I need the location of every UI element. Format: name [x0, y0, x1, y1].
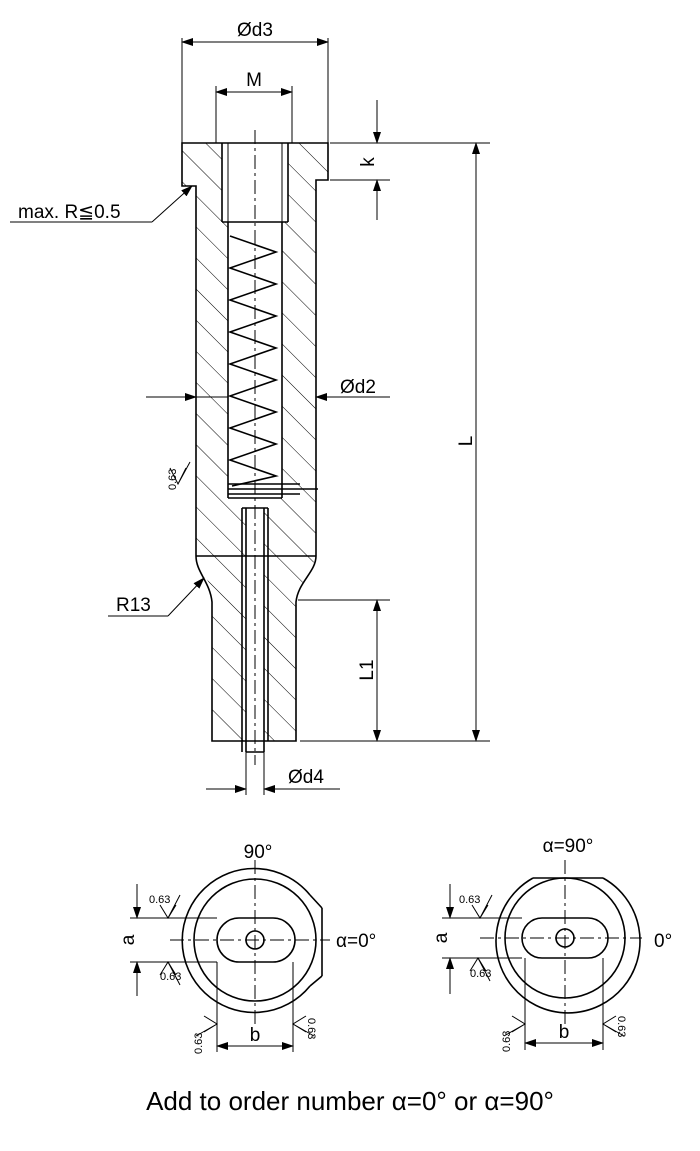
spring [227, 235, 279, 487]
dimensions: Ød3 M k max. R≦0.5 Ød2 L R13 L1 [10, 20, 490, 795]
label-m: M [246, 70, 262, 91]
label-a-left: a [118, 934, 139, 945]
label-max-r: max. R≦0.5 [18, 202, 121, 223]
roughness-a-top-right: 0.63 [459, 894, 480, 906]
label-alpha-zero: α=0° [336, 931, 376, 952]
label-alpha-90: α=90° [543, 836, 594, 857]
roughness-a-bottom-right: 0.63 [470, 968, 491, 980]
label-d2: Ød2 [340, 377, 376, 398]
hatch-left [182, 143, 246, 741]
top-view-left: 90° a b 0.63 0.63 0.63 0.63 α=0° [118, 842, 376, 1054]
punch-section-view [181, 130, 329, 765]
label-90: 90° [244, 842, 273, 863]
label-l1: L1 [357, 659, 378, 680]
label-l: L [456, 436, 477, 447]
label-b-left: b [250, 1025, 261, 1046]
label-a-right: a [431, 932, 452, 943]
label-r13: R13 [116, 595, 151, 616]
label-zero: 0° [654, 931, 672, 952]
roughness-a-bottom: 0.63 [160, 971, 181, 983]
top-view-right: α=90° a b 0.63 0.63 0.63 0.63 0° [431, 836, 672, 1052]
roughness-b-right: 0.63 [305, 1018, 317, 1039]
label-d4: Ød4 [288, 767, 324, 788]
roughness-b-left-right: 0.63 [501, 1031, 513, 1052]
roughness-main: 0.63 [167, 469, 179, 490]
roughness-b-right-right: 0.63 [615, 1016, 627, 1037]
order-note: Add to order number α=0° or α=90° [146, 1086, 554, 1116]
label-k: k [358, 157, 379, 167]
label-d3: Ød3 [237, 20, 273, 41]
roughness-a-top: 0.63 [149, 894, 170, 906]
roughness-b-left: 0.63 [193, 1033, 205, 1054]
label-b-right: b [559, 1022, 570, 1043]
